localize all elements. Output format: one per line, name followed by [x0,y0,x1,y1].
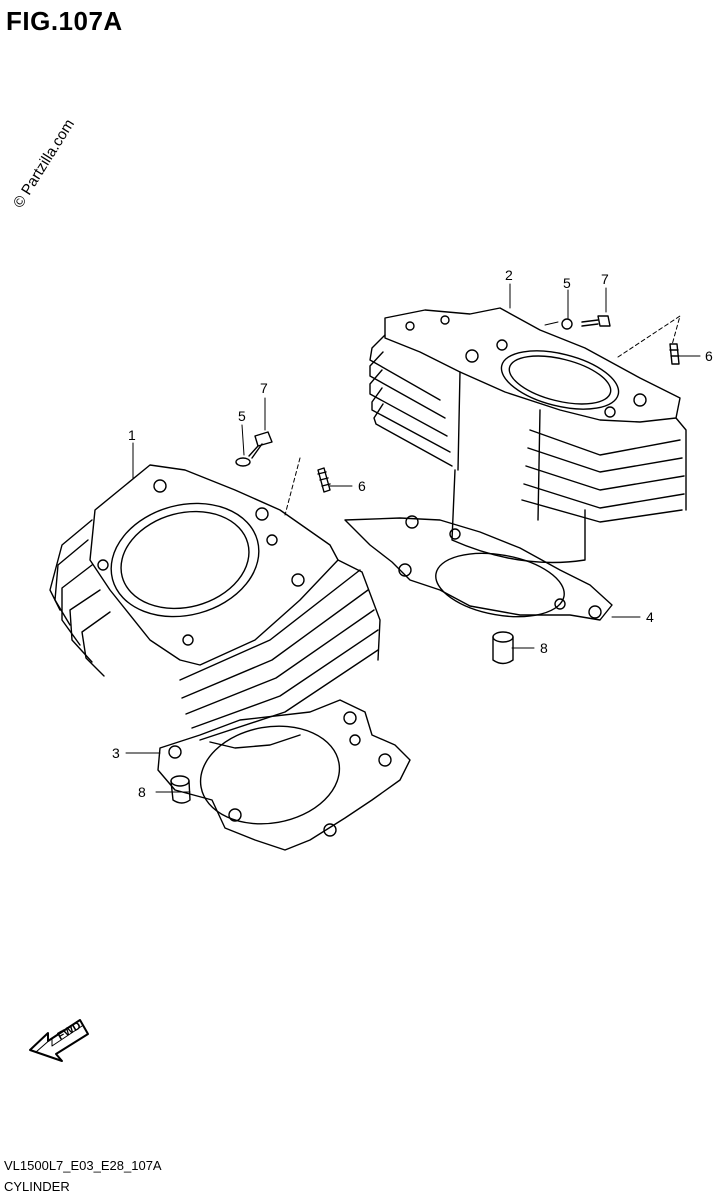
callout-1: 1 [128,427,136,443]
dowel-pin-front[interactable] [170,775,191,804]
callout-4: 4 [646,609,654,625]
callout-5-rear: 5 [563,275,571,291]
callout-labels: 1 2 3 4 5 5 6 6 7 7 8 8 [112,267,713,800]
callout-8-rear: 8 [540,640,548,656]
callout-7-rear: 7 [601,271,609,287]
front-cylinder[interactable] [49,464,381,749]
dowel-pin-rear[interactable] [492,631,514,665]
callout-8-front: 8 [138,784,146,800]
figure-title: FIG.107A [6,6,123,36]
callout-6-rear: 6 [705,348,713,364]
fwd-arrow-icon [29,1019,89,1062]
callout-3: 3 [112,745,120,761]
stud-front[interactable] [317,467,331,493]
washer-front[interactable] [235,457,251,467]
callout-2: 2 [505,267,513,283]
rear-cylinder[interactable] [369,307,687,564]
callout-6-front: 6 [358,478,366,494]
callout-7-front: 7 [260,380,268,396]
diagram-name: CYLINDER [4,1179,70,1194]
bolt-front[interactable] [248,431,273,459]
stud-rear[interactable] [669,343,680,365]
gasket-front[interactable] [157,699,411,851]
washer-rear[interactable] [561,318,573,330]
callout-5-front: 5 [238,408,246,424]
bolt-rear[interactable] [581,315,611,327]
leader-lines [125,283,701,793]
diagram-code: VL1500L7_E03_E28_107A [4,1158,162,1173]
gasket-rear[interactable] [344,515,613,626]
